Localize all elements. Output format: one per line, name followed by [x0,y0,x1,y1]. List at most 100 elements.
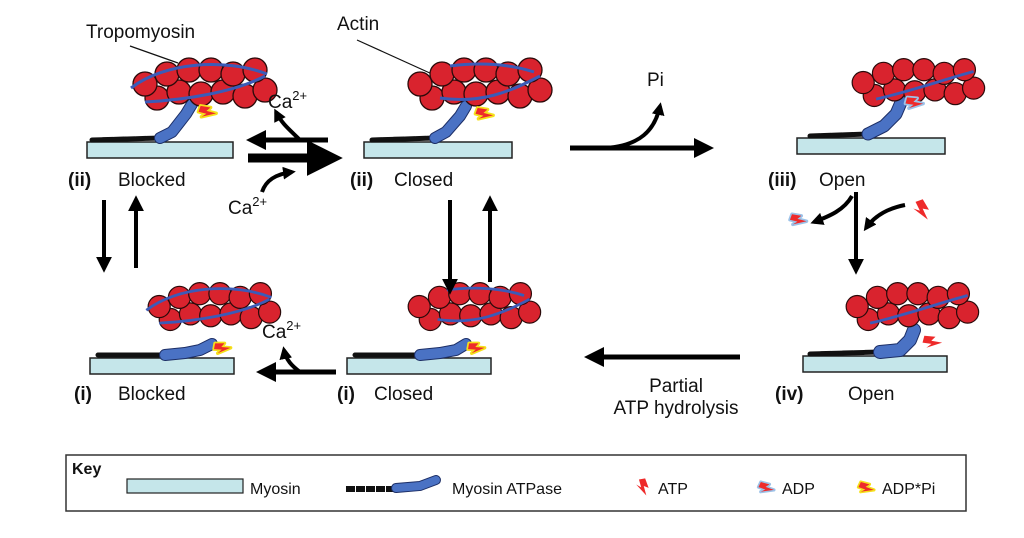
state-caption-ii-blocked: (ii) Blocked [68,170,186,191]
state-numeral: (iv) [775,384,804,405]
atp-bolt-icon [922,335,943,348]
myosin-atpase [95,338,218,361]
complex-i-blocked [89,282,282,375]
calcium-charge: 2+ [292,88,307,103]
key-item-myosin: Myosin [126,478,301,498]
state-caption-iii-open: (iii) Open [768,170,865,191]
state-numeral: (iii) [768,170,797,191]
key-item-adp: ADP [756,480,815,498]
released-adp-icon [788,212,809,227]
partial-hydrolysis-line2: ATP hydrolysis [614,398,739,419]
key-legend: Key Myosin Myosin ATPase ATP ADP ADP*Pi [65,454,967,512]
callout-actin: Actin [337,14,433,75]
callout-tropomyosin: Tropomyosin [86,22,195,64]
state-name: Closed [374,384,433,405]
atpase-tail [807,131,871,139]
state-name: Closed [394,170,453,191]
complex-ii-blocked [86,57,278,159]
atpase-tail [89,135,163,143]
arrow-iv-open-to-i-closed: Partial ATP hydrolysis [584,347,740,419]
actin-monomer [961,76,986,100]
arrow-iii-open-to-iv-open [810,192,906,275]
key-title: Key [72,461,101,478]
actin-filament [130,57,278,111]
partial-hydrolysis-line1: Partial [649,376,703,397]
tropomyosin-strand [875,70,974,101]
atp-bolt-icon [636,478,649,496]
incoming-atp-icon [913,199,929,220]
arrow-i-closed-to-i-blocked: Ca2+ [256,318,336,382]
state-caption-ii-closed: (ii) Closed [350,170,453,191]
actin-monomer [132,71,158,97]
key-label: Myosin ATPase [452,481,562,498]
calcium-label: Ca [262,322,287,343]
atp-bolt-icon [636,478,649,496]
arrow-ca-release-label: Ca2+ [268,88,307,113]
svg-text:Ca2+: Ca2+ [228,194,267,219]
tropomyosin-strand [145,287,272,325]
actin-monomer [886,282,910,306]
myosin-atpase [807,323,921,359]
state-caption-i-closed: (i) Closed [337,384,433,405]
actin-monomer [517,300,542,324]
state-numeral: (ii) [350,170,373,191]
state-name: Open [819,170,865,191]
key-label: ADP [782,481,815,498]
actin-monomer [147,294,171,319]
adp-pi-bolt-icon [473,106,495,121]
calcium-label: Ca [268,92,293,113]
complex-i-closed [346,282,542,375]
atpase-tail [369,135,438,143]
actin-monomer [463,81,489,107]
state-numeral: (i) [337,384,355,405]
adp-bolt-icon [756,480,776,494]
actin-filament [851,58,986,108]
myosin-atpase [352,338,472,361]
key-item-myosin-atpase: Myosin ATPase [346,475,562,498]
atpase-head [430,101,471,143]
arrow-ca-binding-label: Ca2+ [228,194,267,219]
actin-monomer [912,58,936,82]
adp-pi-bolt-icon [196,104,218,119]
tropomyosin-leader-line [129,45,179,64]
actin-monomer [865,285,890,309]
myosin-filament [86,141,234,159]
tropomyosin-label: Tropomyosin [86,22,195,43]
adp-bolt-icon [903,95,925,110]
myosin-filament-icon [126,478,244,494]
actin-monomer [851,70,875,95]
actin-monomer [407,294,431,319]
actin-label: Actin [337,14,379,35]
actin-filament [407,282,542,332]
tropomyosin-strand [439,62,541,102]
atpase-head [155,99,197,143]
svg-text:Ca2+: Ca2+ [262,318,301,343]
complex-ii-closed [363,57,553,159]
myosin-filament [802,355,948,373]
complex-iii-open [796,58,986,155]
key-label: Myosin [250,481,301,498]
actin-monomer [252,77,278,103]
state-caption-i-blocked: (i) Blocked [74,384,186,405]
atpase-head [862,94,908,140]
adp-pi-bolt-icon [856,480,876,494]
key-item-adp-pi: ADP*Pi [856,480,935,498]
state-name: Open [848,384,894,405]
myosin-filament [796,137,946,155]
myosin-filament [363,141,513,159]
adp-bolt-icon [756,480,776,494]
myosin-atpase [369,100,472,144]
calcium-charge: 2+ [252,194,267,209]
state-numeral: (i) [74,384,92,405]
actin-filament [845,282,980,332]
key-label: ATP [658,481,688,498]
svg-text:Ca2+: Ca2+ [268,88,307,113]
atpase-head [160,339,217,360]
adp-pi-bolt-icon [466,341,487,355]
actin-monomer [257,300,282,324]
key-label: ADP*Pi [882,481,935,498]
atpase-head [874,324,920,358]
myosin-filament [89,357,235,375]
actin-monomer [473,57,499,83]
